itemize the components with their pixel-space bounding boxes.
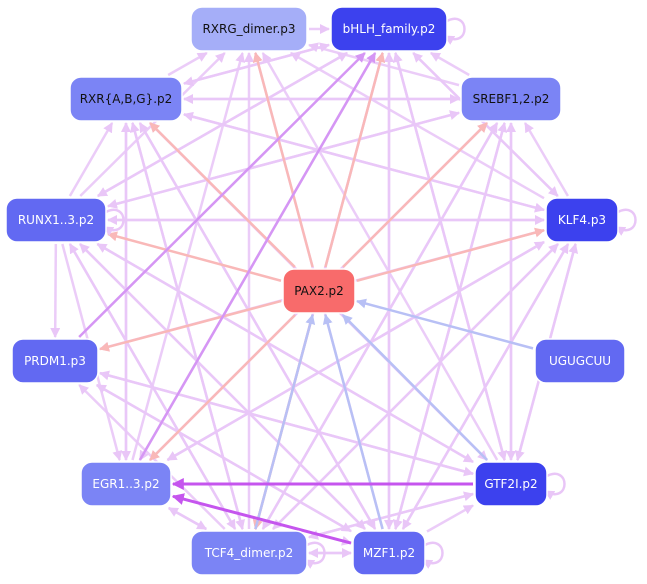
self-loop-bhlh [444,17,466,45]
edge-pax2-to-bhlh [324,52,386,268]
node-klf4[interactable]: KLF4.p3 [545,197,637,243]
node-box-rxrabg[interactable] [69,76,183,122]
edge-pax2-to-prdm1 [99,299,282,352]
edge-pax2-to-runx [107,231,282,282]
nodes-layer: RXRG_dimer.p3 bHLH_family.p2RXR{A,B,G}.p2… [5,6,637,576]
node-egr[interactable]: EGR1..3.p2 [80,461,172,507]
edge-pax2-to-egr [149,314,296,461]
node-label-mzf1: MZF1.p2 [363,546,415,560]
node-tcf4[interactable]: TCF4_dimer.p2 [190,530,326,576]
edge-gtf2i-to-rxrg [261,52,499,461]
node-label-ugugcuu: UGUGCUU [549,354,611,368]
node-box-egr[interactable] [80,461,172,507]
edge-srebf-to-rxrg [308,42,460,87]
node-srebf[interactable]: SREBF1,2.p2 [460,76,562,122]
edge-runx-to-rxrabg [68,122,114,197]
edge-prdm1-to-gtf2i [99,371,474,477]
node-label-tcf4: TCF4_dimer.p2 [204,546,293,560]
node-label-pax2: PAX2.p2 [294,284,344,298]
node-box-tcf4[interactable] [190,530,308,576]
self-loop-gtf2i [544,472,566,500]
edge-runx-to-tcf4 [68,243,237,530]
edge-pax2-to-klf4 [356,227,545,282]
node-pax2[interactable]: PAX2.p2 [282,268,356,314]
edge-prdm1-to-bhlh [78,52,366,338]
node-box-ugugcuu[interactable] [534,338,626,384]
edge-prdm1-to-mzf1 [96,383,352,533]
edge-gtf2i-to-pax2 [341,314,489,461]
node-box-rxrg[interactable] [190,6,308,52]
edge-klf4-to-mzf1 [401,243,570,530]
node-prdm1[interactable]: PRDM1.p3 [11,338,99,384]
edge-runx-to-gtf2i [96,242,474,464]
edge-mzf1-to-gtf2i [426,504,474,533]
edge-pax2-to-rxrg [252,52,314,268]
self-loop-mzf1 [422,541,444,569]
node-rxrabg[interactable]: RXR{A,B,G}.p2 [69,76,183,122]
node-box-prdm1[interactable] [11,338,99,384]
node-box-pax2[interactable] [282,268,356,314]
node-label-prdm1: PRDM1.p3 [24,354,86,368]
node-bhlh[interactable]: bHLH_family.p2 [330,6,466,52]
node-label-egr: EGR1..3.p2 [92,477,159,491]
edge-bhlh-to-rxrabg [183,43,330,87]
node-runx[interactable]: RUNX1..3.p2 [5,197,125,243]
node-box-runx[interactable] [5,197,107,243]
node-rxrg[interactable]: RXRG_dimer.p3 [190,6,308,52]
edge-klf4-to-rxrg [289,51,545,200]
node-mzf1[interactable]: MZF1.p2 [352,530,444,576]
edge-ugugcuu-to-pax2 [356,298,534,350]
edge-rxrabg-to-klf4 [183,113,545,213]
edge-klf4-to-egr [166,240,545,462]
node-box-bhlh[interactable] [330,6,448,52]
edge-rxrabg-to-mzf1 [138,122,377,530]
edge-rxrabg-to-rxrg [167,51,208,77]
self-loop-tcf4 [304,541,326,569]
edge-runx-to-prdm1 [50,243,61,338]
node-gtf2i[interactable]: GTF2I.p2 [474,461,566,507]
node-label-rxrg: RXRG_dimer.p3 [202,22,295,36]
node-label-bhlh: bHLH_family.p2 [343,22,436,36]
edge-egr-to-bhlh [138,52,377,461]
node-box-klf4[interactable] [545,197,619,243]
node-label-runx: RUNX1..3.p2 [18,213,94,227]
edge-srebf-to-tcf4 [261,122,499,530]
node-box-mzf1[interactable] [352,530,426,576]
edge-tcf4-to-pax2 [254,314,316,530]
node-box-gtf2i[interactable] [474,461,548,507]
node-label-klf4: KLF4.p3 [558,213,606,227]
edge-egr-to-tcf4 [168,506,208,531]
node-ugugcuu[interactable]: UGUGCUU [534,338,626,384]
node-label-gtf2i: GTF2I.p2 [484,477,537,491]
edge-mzf1-to-egr [171,493,352,545]
self-loop-runx [103,208,125,236]
edge-gtf2i-to-tcf4 [308,492,474,540]
node-label-srebf: SREBF1,2.p2 [473,92,550,106]
edge-klf4-to-srebf [524,122,569,197]
edge-pax2-to-srebf [342,122,488,268]
node-box-srebf[interactable] [460,76,562,122]
self-loop-klf4 [615,208,637,236]
edge-mzf1-to-pax2 [322,314,384,530]
node-label-rxrabg: RXR{A,B,G}.p2 [80,92,173,106]
edge-srebf-to-bhlh [429,51,470,77]
